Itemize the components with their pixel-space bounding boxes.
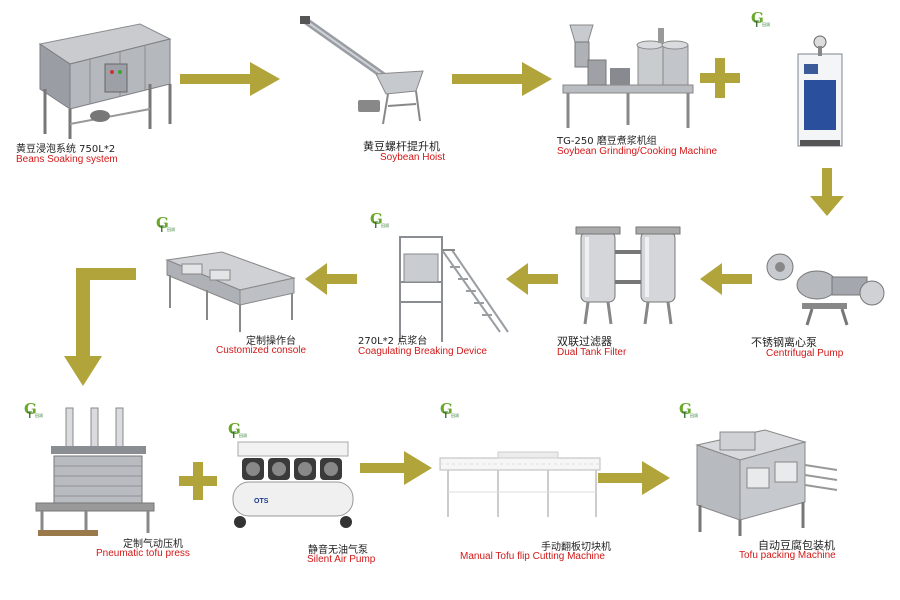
flow-arrow-down — [810, 168, 844, 216]
coagulating-device-en-label: Coagulating Breaking Device — [358, 346, 487, 357]
compressor-brand-text: OTS — [254, 498, 269, 505]
plus-sign — [700, 58, 740, 98]
silent-air-pump-image — [232, 441, 354, 528]
packing-machine-cn-label: 自动豆腐包装机 — [758, 539, 835, 552]
flow-arrow-right — [180, 62, 280, 96]
cutting-machine-image — [439, 451, 601, 517]
pneumatic-press-en-label: Pneumatic tofu press — [96, 548, 190, 559]
soaking-system-image — [38, 23, 172, 139]
soaking-system-cn-label: 黄豆浸泡系统 750L*2 — [16, 144, 116, 155]
silent-air-pump-cn-label: 静音无油气泵 — [308, 545, 368, 556]
customized-console-en-label: Customized console — [216, 345, 307, 356]
packing-machine-en-label: Tofu packing Machine — [739, 550, 836, 561]
plus-sign — [179, 462, 217, 500]
soybean-hoist-cn-label: 黄豆螺杆提升机 — [363, 140, 440, 153]
grinding-cooking-image — [562, 24, 694, 128]
soybean-hoist-en-label: Soybean Hoist — [380, 152, 446, 163]
flow-arrow-left — [700, 263, 752, 295]
coagulating-device-cn-label: 270L*2 点浆台 — [358, 336, 428, 347]
customized-console-image — [165, 251, 296, 332]
dual-filter-en-label: Dual Tank Filter — [557, 347, 627, 358]
steam-generator-image — [797, 35, 843, 147]
centrifugal-pump-cn-label: 不锈钢离心泵 — [751, 336, 817, 349]
pneumatic-press-cn-label: 定制气动压机 — [123, 539, 183, 550]
flow-arrow-left — [506, 263, 558, 295]
packing-machine-image — [695, 429, 838, 536]
flow-arrow-right — [598, 461, 670, 495]
cutting-machine-en-label: Manual Tofu flip Cutting Machine — [460, 551, 605, 562]
grinding-cooking-en-label: Soybean Grinding/Cooking Machine — [557, 146, 718, 157]
soybean-hoist-image — [300, 16, 424, 125]
coagulating-device-image — [399, 236, 509, 342]
flow-arrow-down-turn — [64, 268, 136, 386]
centrifugal-pump-image — [766, 253, 885, 326]
flow-arrow-right — [452, 62, 552, 96]
pneumatic-press-image — [35, 407, 155, 536]
centrifugal-pump-en-label: Centrifugal Pump — [766, 348, 844, 359]
flow-arrow-left — [305, 263, 357, 295]
silent-air-pump-en-label: Silent Air Pump — [307, 554, 376, 565]
soaking-system-en-label: Beans Soaking system — [16, 154, 118, 165]
flow-arrow-right — [360, 451, 432, 485]
cutting-machine-cn-label: 手动翻板切块机 — [541, 542, 611, 553]
grinding-cooking-cn-label: TG-250 磨豆煮浆机组 — [557, 136, 657, 147]
dual-filter-cn-label: 双联过滤器 — [557, 335, 612, 348]
customized-console-cn-label: 定制操作台 — [246, 336, 296, 347]
dual-filter-image — [575, 226, 681, 325]
